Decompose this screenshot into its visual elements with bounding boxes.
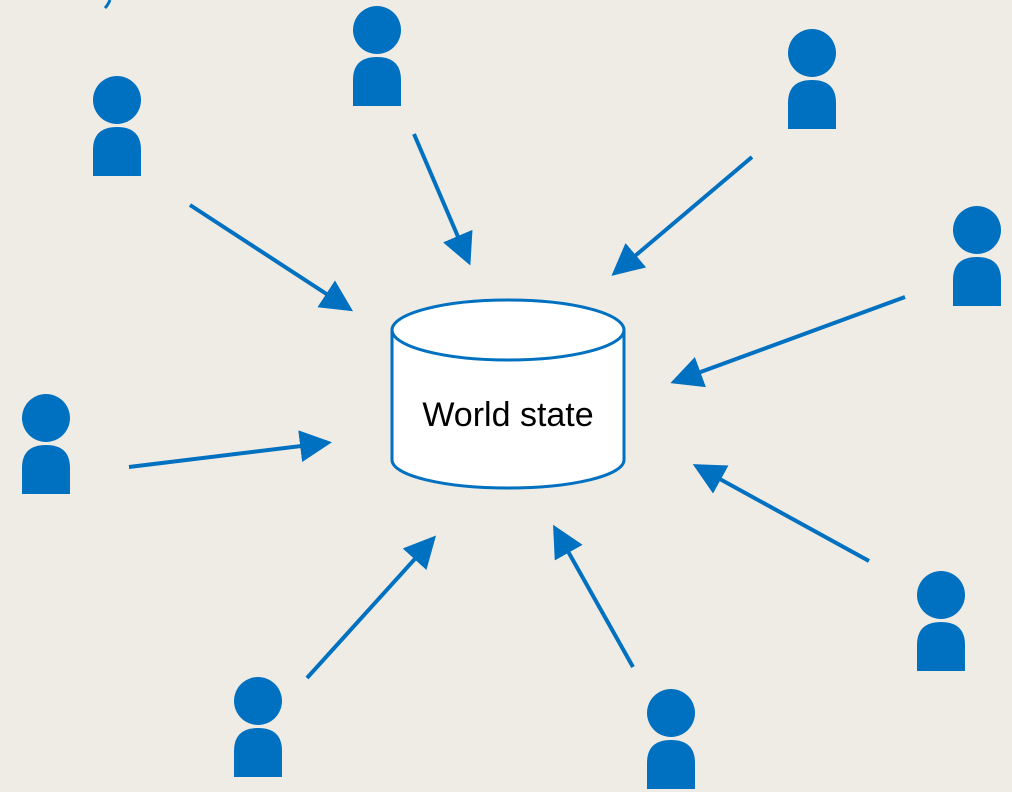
person-head (353, 6, 401, 54)
arrow-right (670, 295, 906, 388)
person-body (953, 257, 1001, 306)
person-head (647, 689, 695, 737)
person-body (234, 728, 282, 777)
person-body (647, 740, 695, 789)
person-right (953, 206, 1001, 306)
person-head (917, 571, 965, 619)
person-body (917, 622, 965, 671)
person-bottom-right (917, 571, 965, 671)
arrow-top-right (611, 155, 754, 276)
partial-text-artifact (103, 0, 112, 10)
person-bottom-left (234, 677, 282, 777)
person-head (234, 677, 282, 725)
arrow-top-left (188, 203, 354, 312)
person-head (953, 206, 1001, 254)
person-body (22, 445, 70, 494)
person-left (22, 394, 70, 494)
database-body (390, 330, 626, 490)
person-head (788, 29, 836, 77)
arrows (128, 133, 906, 680)
database-label: World state (422, 396, 593, 434)
database-top (390, 298, 626, 362)
person-body (353, 57, 401, 106)
person-top-left (93, 76, 141, 176)
person-top (353, 6, 401, 106)
person-head (93, 76, 141, 124)
world-state-database: World state (390, 298, 626, 490)
arrow-bottom-left (305, 535, 437, 680)
arrow-top (412, 133, 473, 266)
arrow-left (128, 430, 332, 469)
person-body (788, 80, 836, 129)
person-head (22, 394, 70, 442)
person-bottom (647, 689, 695, 789)
arrow-bottom-right (692, 464, 870, 563)
arrow-bottom (553, 524, 635, 668)
person-body (93, 127, 141, 176)
person-top-right (788, 29, 836, 129)
